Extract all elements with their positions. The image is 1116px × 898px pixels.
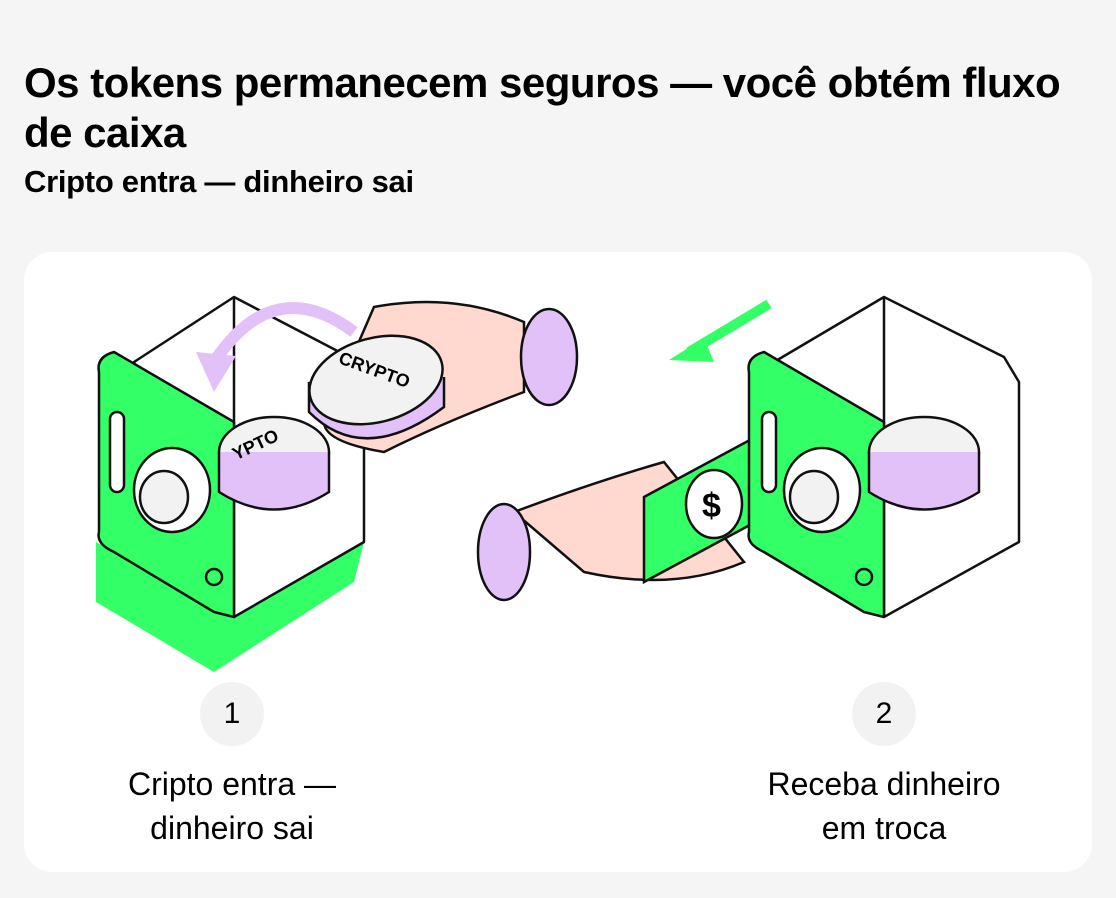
- page-subtitle: Cripto entra — dinheiro sai: [24, 164, 414, 199]
- step-description: Receba dinheiro em troca: [684, 762, 1084, 850]
- step-text-line: Receba dinheiro: [767, 766, 1001, 802]
- step-1: 1 Cripto entra — dinheiro sai: [32, 682, 432, 850]
- step-description: Cripto entra — dinheiro sai: [32, 762, 432, 850]
- page-title: Os tokens permanecem seguros — você obté…: [24, 59, 1061, 157]
- step-2: 2 Receba dinheiro em troca: [684, 682, 1084, 850]
- step-number-badge: 1: [200, 682, 264, 746]
- curved-arrow-icon: [209, 302, 358, 366]
- hand-with-cash-icon: [476, 424, 776, 602]
- step-number-badge: 2: [852, 682, 916, 746]
- safe-left-icon: [96, 295, 366, 672]
- illustration-crypto-to-cash: YPTO CRYPTO $: [96, 295, 1021, 672]
- hand-with-coin-icon: [307, 300, 579, 454]
- green-arrow-icon: [669, 299, 772, 362]
- dollar-symbol: $: [702, 487, 721, 525]
- step-text-line: Cripto entra —: [127, 766, 337, 802]
- step-text-line: dinheiro sai: [150, 810, 314, 846]
- safe-right-icon: [747, 295, 1021, 619]
- step-text-line: em troca: [821, 810, 947, 846]
- steps-card: YPTO CRYPTO $: [24, 252, 1092, 872]
